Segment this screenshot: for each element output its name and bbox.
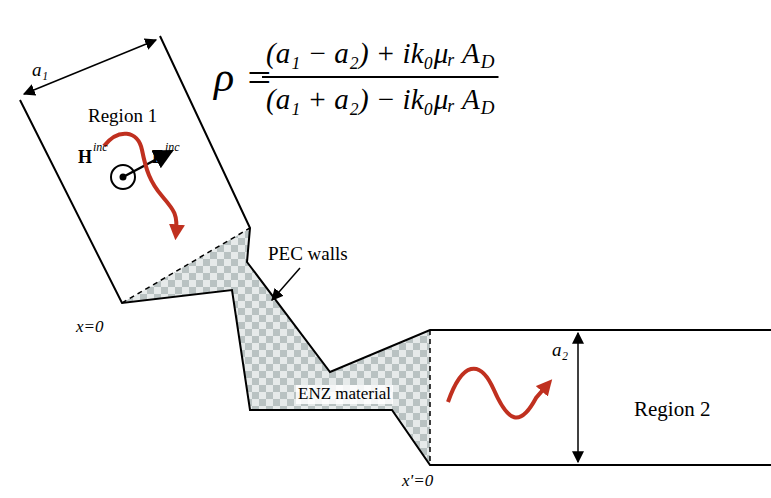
formula-symbol: ρ = (214, 54, 273, 100)
interface-line (122, 228, 250, 303)
pec-label: PEC walls (268, 244, 348, 265)
position-label: x=0 (76, 318, 104, 337)
region-label: Region 1 (88, 106, 157, 127)
dimension-arrow (577, 333, 579, 462)
dimension-arrow (24, 40, 156, 94)
formula-subscript: D (481, 52, 495, 73)
dimension-label: a₁ (32, 60, 48, 81)
dimension-label: a₂ (552, 340, 568, 361)
formula-subscript: D (481, 98, 495, 119)
pec-wall (160, 36, 771, 372)
interface-line (429, 330, 431, 465)
transmitted-wave (448, 369, 548, 418)
field-superscript: inc (165, 141, 180, 154)
leader-arrow (272, 268, 300, 300)
region-label: Region 2 (634, 398, 710, 421)
enz-label: ENZ material (296, 385, 393, 404)
enz-region (122, 228, 430, 465)
fraction-bar (262, 76, 499, 78)
field-superscript: inc (93, 141, 108, 154)
field-label: E (152, 148, 164, 168)
position-label: x'=0 (402, 472, 433, 491)
field-label: H (78, 148, 92, 168)
formula-denominator: (a₁ + a₂) − ik₀μᵣ A (266, 84, 480, 116)
formula-numerator: (a₁ − a₂) + ik₀μᵣ A (266, 38, 480, 70)
pec-wall (20, 100, 771, 465)
